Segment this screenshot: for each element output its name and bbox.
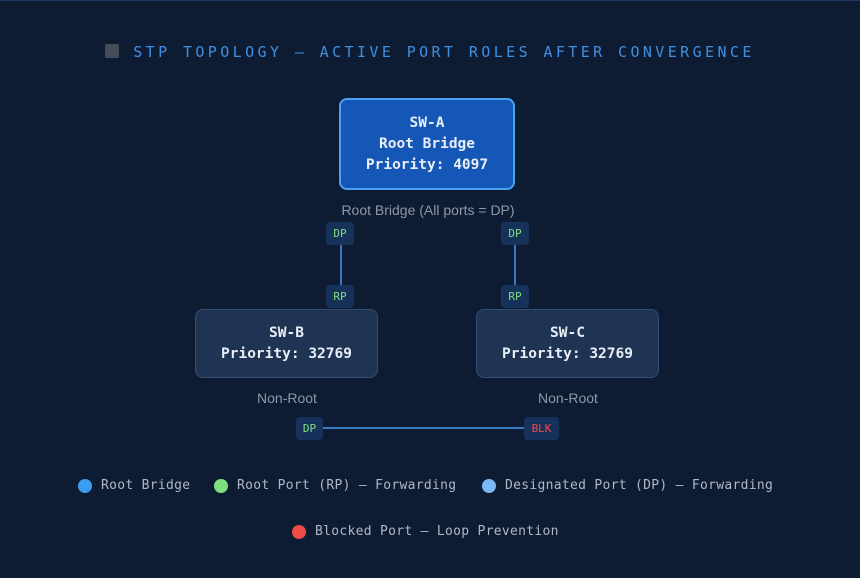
sw-b-caption: Non-Root (257, 390, 317, 406)
switch-name: SW-B (269, 324, 304, 341)
root-bridge-caption: Root Bridge (All ports = DP) (341, 202, 515, 218)
light-blue-dot-icon (482, 478, 496, 493)
switch-sw-c[interactable]: SW-C Priority: 32769 (476, 309, 659, 378)
switch-name: SW-A (409, 114, 445, 131)
switch-priority: Priority: 4097 (365, 156, 489, 173)
legend-label: Root Port (RP) — Forwarding (237, 478, 457, 493)
switch-sw-b[interactable]: SW-B Priority: 32769 (195, 309, 378, 378)
port-c-blocked[interactable]: BLK (524, 417, 559, 440)
green-dot-icon (214, 478, 228, 493)
switch-sw-a[interactable]: SW-A Root Bridge Priority: 4097 (339, 98, 515, 190)
port-c-up[interactable]: RP (501, 285, 529, 308)
legend-item-designated-port: Designated Port (DP) — Forwarding (482, 478, 773, 493)
port-a-left[interactable]: DP (326, 222, 354, 245)
port-b-right[interactable]: DP (296, 417, 323, 440)
diagram-title-text: STP TOPOLOGY — ACTIVE PORT ROLES AFTER C… (133, 43, 755, 61)
switch-priority: Priority: 32769 (502, 345, 633, 362)
legend-label: Root Bridge (101, 478, 191, 493)
legend-label: Blocked Port — Loop Prevention (315, 524, 559, 539)
legend-label: Designated Port (DP) — Forwarding (505, 478, 774, 493)
port-a-right[interactable]: DP (501, 222, 529, 245)
sw-c-caption: Non-Root (538, 390, 598, 406)
diagram-title: STP TOPOLOGY — ACTIVE PORT ROLES AFTER C… (0, 43, 860, 61)
square-icon (105, 44, 120, 58)
legend-item-root-port: Root Port (RP) — Forwarding (214, 478, 456, 493)
legend-item-root-bridge: Root Bridge (78, 478, 190, 493)
red-dot-icon (292, 524, 306, 539)
legend-item-blocked-port: Blocked Port — Loop Prevention (292, 524, 559, 539)
switch-name: SW-C (550, 324, 585, 341)
switch-priority: Priority: 32769 (221, 345, 352, 362)
port-b-up[interactable]: RP (326, 285, 354, 308)
switch-role: Root Bridge (378, 135, 476, 152)
blue-dot-icon (78, 478, 92, 493)
